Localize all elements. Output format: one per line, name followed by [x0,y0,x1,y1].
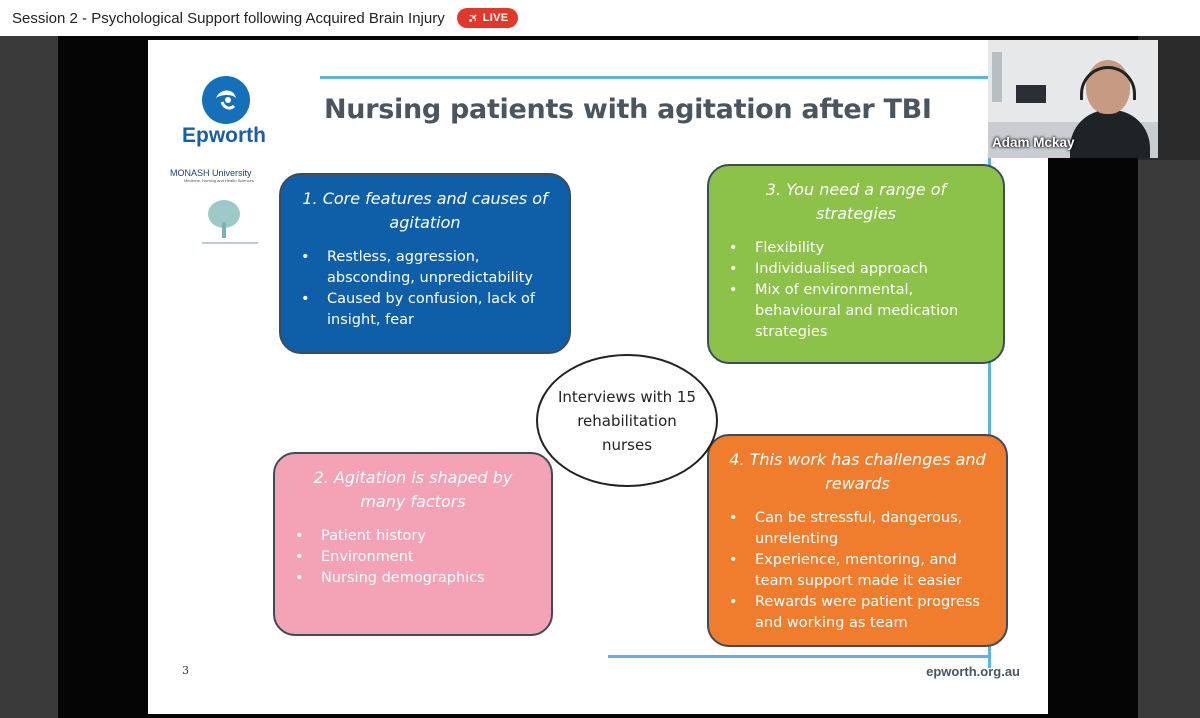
monash-logo-subtitle: Medicine, Nursing and Health Sciences [184,178,254,183]
footer-website: epworth.org.au [926,664,1020,679]
box-bullet: Mix of environmental, behavioural and me… [727,280,985,343]
monash-logo-text: MONASH University [170,168,252,178]
frame-bottom-line [608,655,991,658]
stage-right-panel [1138,160,1200,718]
monash-logo: MONASH University Medicine, Nursing and … [170,168,280,183]
box-heading: 2. Agitation is shaped by many factors [313,468,513,511]
video-shelf [992,52,1002,102]
box-bullet: Flexibility [727,238,985,259]
speaker-name: Adam Mckay [992,135,1075,150]
box-bullet: Caused by confusion, lack of insight, fe… [299,289,551,331]
live-badge: LIVE [456,8,519,28]
box-bullet: Environment [293,547,533,568]
slide-title: Nursing patients with agitation after TB… [324,94,932,125]
box-bullet: Restless, aggression, absconding, unpred… [299,247,551,289]
frame-right-line [988,76,991,668]
box-bullet: Rewards were patient progress and workin… [727,592,988,634]
presentation-slide: Epworth MONASH University Medicine, Nurs… [148,40,1048,714]
stage-left-panel [0,36,58,718]
epworth-emblem-icon [216,90,236,110]
video-monitor [1016,85,1046,103]
center-text: Interviews with 15 rehabilitation nurses [557,387,696,454]
title-accent-line [320,76,988,79]
broadcast-icon [468,13,477,22]
box-core-features: 1. Core features and causes of agitation… [279,173,571,354]
slide-page-number: 3 [182,664,189,677]
box-bullet: Patient history [293,526,533,547]
title-bar: Session 2 - Psychological Support follow… [0,0,1200,36]
epworth-logo-icon [202,76,250,124]
box-bullet: Can be stressful, dangerous, unrelenting [727,508,988,550]
epworth-logo-text: Epworth [182,124,266,147]
box-agitation-factors: 2. Agitation is shaped by many factors P… [273,452,553,636]
speaker-video[interactable]: Adam Mckay [988,40,1158,158]
live-label: LIVE [482,12,509,24]
box-heading: 3. You need a range of strategies [765,180,947,223]
box-bullet: Experience, mentoring, and team support … [727,550,988,592]
box-heading: 1. Core features and causes of agitation [302,189,548,232]
box-bullet: Nursing demographics [293,568,533,589]
session-title: Session 2 - Psychological Support follow… [12,9,445,27]
box-bullet: Individualised approach [727,259,985,280]
box-strategies: 3. You need a range of strategies Flexib… [707,164,1005,364]
box-heading: 4. This work has challenges and rewards [729,450,986,493]
center-ellipse: Interviews with 15 rehabilitation nurses [536,354,718,487]
tree-logo-icon [202,200,258,244]
box-challenges-rewards: 4. This work has challenges and rewards … [707,434,1008,647]
